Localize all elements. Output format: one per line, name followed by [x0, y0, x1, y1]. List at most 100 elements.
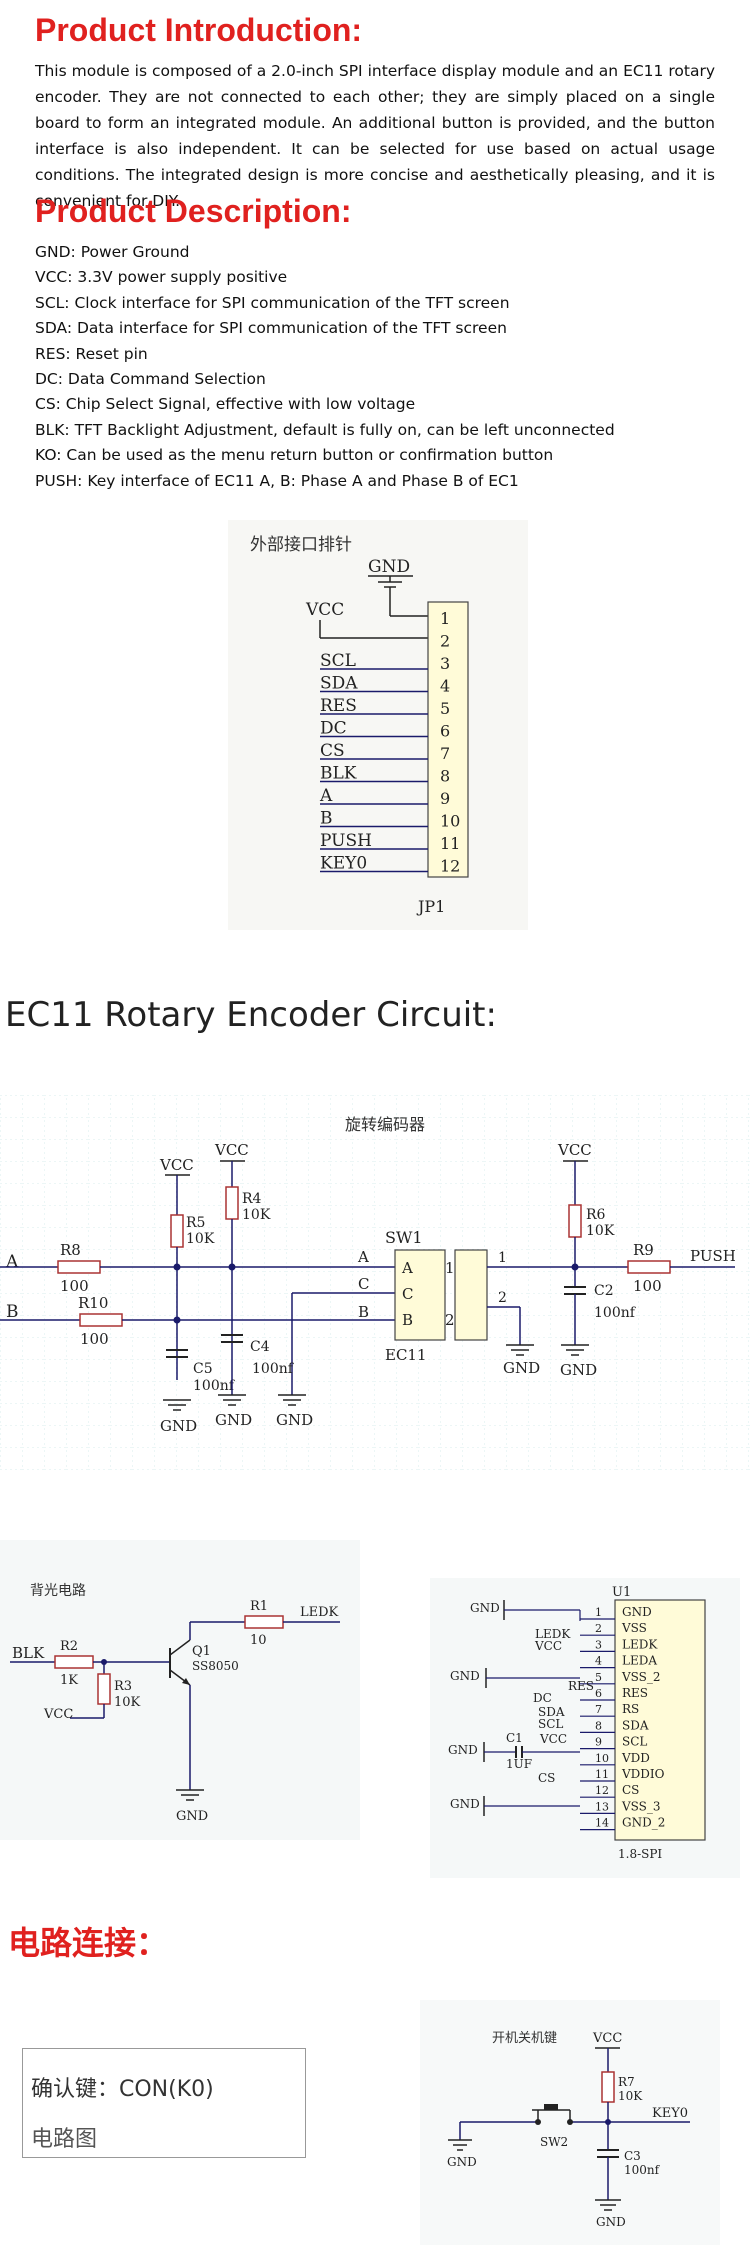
header-vcc-label: VCC — [305, 600, 344, 620]
description-item: PUSH: Key interface of EC11 A, B: Phase … — [35, 471, 519, 490]
lcd-pin-number: 1 — [595, 1606, 602, 1619]
ec11-net-c: C — [358, 1275, 369, 1293]
header-pin-number: 3 — [440, 654, 450, 673]
lcd-left-gnd4: GND — [450, 1797, 480, 1811]
ec11-net-a-left: A — [5, 1252, 19, 1272]
switch-gnd-left: GND — [447, 2155, 477, 2169]
backlight-vcc: VCC — [43, 1707, 73, 1722]
r5-label: R5 — [186, 1215, 205, 1231]
lcd-left-c1v: 1UF — [506, 1757, 532, 1771]
ec11-pin-a: A — [401, 1259, 413, 1277]
description-item: DC: Data Command Selection — [35, 370, 266, 389]
r1-value: 10 — [250, 1633, 267, 1648]
description-item: KO: Can be used as the menu return butto… — [35, 446, 554, 465]
key-info-box: 确认键：CON(K0) 电路图 — [22, 2048, 306, 2158]
c2-label: C2 — [594, 1283, 614, 1299]
lcd-left-cs: CS — [538, 1771, 555, 1785]
ec11-ref: EC11 — [385, 1346, 427, 1364]
switch-key0: KEY0 — [652, 2106, 688, 2121]
ec11-net-b-left: B — [6, 1302, 19, 1322]
lcd-pin-name: VSS_3 — [621, 1799, 661, 1813]
lcd-pin-number: 4 — [595, 1655, 602, 1668]
c5-value: 100nf — [193, 1378, 236, 1394]
lcd-pin-name: VSS — [621, 1621, 647, 1635]
description-item: BLK: TFT Backlight Adjustment, default i… — [35, 420, 615, 439]
ec11-net-a-right: A — [357, 1248, 369, 1266]
c4-value: 100nf — [252, 1361, 295, 1377]
r7-value: 10K — [618, 2089, 643, 2103]
r7-label: R7 — [618, 2075, 635, 2089]
c2-value: 100nf — [594, 1305, 637, 1321]
header-pin-number: 8 — [440, 767, 450, 786]
ec11-heading: EC11 Rotary Encoder Circuit: — [5, 995, 497, 1035]
backlight-title: 背光电路 — [30, 1583, 86, 1599]
lcd-left-res: RES — [568, 1679, 594, 1693]
r4-label: R4 — [242, 1191, 262, 1207]
c4-label: C4 — [250, 1339, 270, 1355]
header-pin-number: 4 — [440, 677, 450, 696]
c3-label: C3 — [624, 2149, 641, 2163]
connection-heading: 电路连接： — [8, 1924, 169, 1962]
q1-label: Q1 — [192, 1644, 211, 1659]
push-pin-num: 1 — [498, 1250, 507, 1266]
lcd-pin-number: 3 — [595, 1638, 602, 1651]
lcd-pin-number: 8 — [595, 1719, 602, 1732]
lcd-ref: U1 — [612, 1585, 631, 1600]
lcd-pin-number: 9 — [595, 1736, 602, 1749]
header-signal-label: CS — [320, 741, 345, 761]
description-item: VCC: 3.3V power supply positive — [35, 268, 288, 287]
lcd-left-scl: SCL — [538, 1717, 563, 1731]
blk-label: BLK — [12, 1644, 45, 1662]
lcd-pin-number: 7 — [595, 1703, 602, 1716]
header-signal-label: RES — [320, 696, 357, 716]
lcd-pin-name: VDDIO — [621, 1767, 665, 1781]
backlight-ledk: LEDK — [300, 1605, 339, 1620]
circuit-diagram-label: 电路图 — [31, 2127, 98, 2152]
backlight-schematic: 背光电路 BLK R2 1K R3 10K VCC Q1 SS8050 R1 1… — [0, 1540, 360, 1840]
header-pin-number: 12 — [440, 857, 460, 876]
gnd-pin2: GND — [503, 1359, 540, 1377]
r9-label: R9 — [633, 1241, 654, 1259]
r3-value: 10K — [114, 1695, 141, 1710]
header-pin-number: 11 — [440, 834, 460, 853]
intro-paragraph: This module is composed of a 2.0-inch SP… — [35, 62, 715, 210]
r3-label: R3 — [114, 1679, 132, 1694]
header-pin-number: 9 — [440, 789, 450, 808]
push-net: PUSH — [690, 1247, 736, 1265]
gnd-c4: GND — [215, 1411, 252, 1429]
r8-label: R8 — [60, 1241, 81, 1259]
sw1-label: SW1 — [385, 1228, 423, 1247]
lcd-left-dc: DC — [533, 1691, 552, 1705]
lcd-pin-number: 6 — [595, 1687, 602, 1700]
description-item: SDA: Data interface for SPI communicatio… — [35, 319, 507, 338]
lcd-pin-number: 10 — [595, 1752, 609, 1765]
header-signal-label: DC — [320, 719, 347, 739]
header-signal-label: SCL — [320, 651, 356, 671]
switch-vcc: VCC — [592, 2031, 622, 2046]
c3-value: 100nf — [624, 2163, 661, 2177]
header-signal-label: SDA — [320, 674, 358, 694]
ec11-pin-c: C — [402, 1285, 413, 1303]
lcd-part: 1.8-SPI — [618, 1847, 662, 1861]
lcd-pin-number: 13 — [595, 1800, 609, 1813]
r6-label: R6 — [586, 1207, 606, 1223]
lcd-left-sda: SDA — [538, 1705, 565, 1719]
lcd-pin-name: RES — [622, 1686, 648, 1700]
confirm-key-label: 确认键：CON(K0) — [31, 2077, 214, 2102]
description-item: CS: Chip Select Signal, effective with l… — [35, 395, 416, 414]
lcd-pin-name: VDD — [621, 1751, 650, 1765]
ec11-pin-2: 2 — [445, 1311, 455, 1329]
vcc-r5: VCC — [159, 1156, 194, 1174]
backlight-gnd: GND — [176, 1809, 208, 1824]
lcd-left-gnd1: GND — [470, 1601, 500, 1615]
lcd-left-vcc2: VCC — [539, 1732, 567, 1746]
lcd-left-c1: C1 — [506, 1731, 523, 1745]
lcd-pin-number: 14 — [595, 1817, 609, 1830]
gnd-pin-num: 2 — [498, 1290, 507, 1306]
header-diagram-title: 外部接口排针 — [250, 535, 352, 555]
lcd-pin-number: 11 — [595, 1768, 609, 1781]
header-pin-number: 2 — [440, 632, 450, 651]
description-heading: Product Description: — [35, 193, 352, 229]
r10-value: 100 — [80, 1330, 109, 1348]
